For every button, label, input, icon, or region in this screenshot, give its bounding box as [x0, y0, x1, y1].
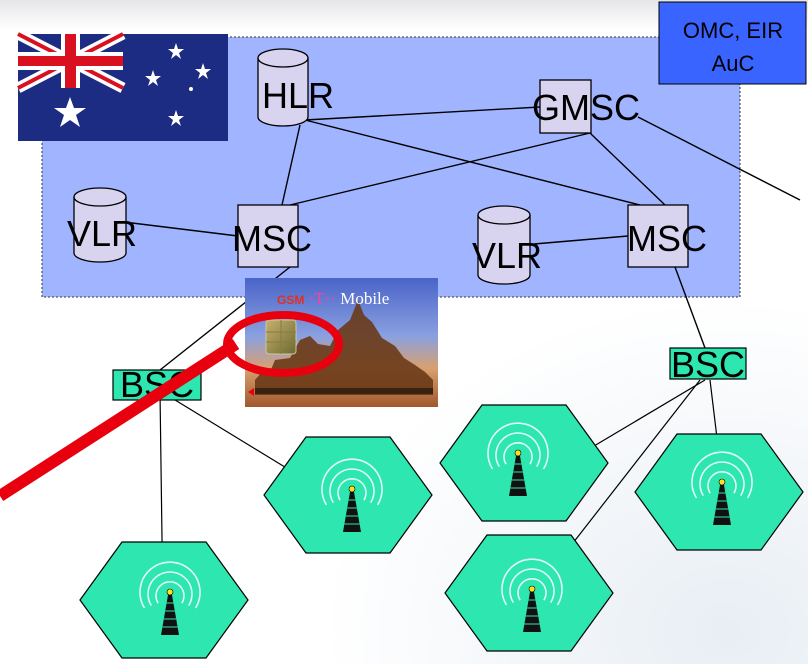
vlr-right-database: VLR	[472, 205, 542, 285]
cell-tower-icon	[161, 588, 179, 635]
sim-chip-icon	[265, 319, 297, 355]
temple-base	[255, 388, 433, 394]
radio-cell-1	[79, 541, 249, 659]
omc-label-line1: OMC, EIR	[683, 18, 783, 43]
signal-wave	[329, 468, 375, 504]
omc-eir-auc-box: OMC, EIR AuC	[658, 1, 807, 85]
cell-hexagon	[263, 436, 433, 554]
link-hlr-gmsc	[304, 106, 541, 121]
signal-wave	[707, 471, 737, 494]
link-gmsc-msc-right	[589, 132, 666, 206]
vlr-right-cylinder-body	[477, 215, 531, 285]
hlr-label: HLR	[262, 75, 334, 116]
hlr-cylinder-body	[257, 58, 309, 127]
msc-right-box	[627, 204, 689, 268]
link-gmsc-external	[637, 116, 801, 201]
union-jack	[15, 29, 126, 93]
signal-wave	[691, 451, 753, 499]
msc-left-box	[237, 204, 299, 268]
sim-brand-name: Mobile	[340, 289, 389, 308]
database-cylinder-icon	[477, 205, 531, 225]
gmsc-node: GMSC	[532, 79, 640, 134]
radio-cell-4	[634, 433, 804, 551]
sim-brand-sep: ·T··	[309, 289, 336, 308]
flag-stars	[54, 43, 211, 127]
link-msc-bsc-right	[674, 266, 706, 349]
link-vlr-msc-left	[123, 221, 239, 237]
cell-hexagon	[444, 534, 614, 652]
msc-left-label: MSC	[232, 218, 312, 259]
cell-tower-icon	[509, 449, 527, 496]
radio-cell-2	[263, 436, 433, 554]
vlr-left-cylinder-body	[73, 197, 127, 263]
msc-right-label: MSC	[627, 218, 707, 259]
radio-cells	[79, 404, 804, 659]
radio-cell-5	[444, 534, 614, 652]
msc-left-node: MSC	[232, 204, 312, 268]
msc-right-node: MSC	[627, 204, 707, 268]
vlr-left-database: VLR	[67, 187, 137, 263]
hlr-database: HLR	[257, 48, 334, 127]
signal-wave	[699, 461, 745, 497]
signal-wave	[139, 561, 201, 609]
vlr-right-label: VLR	[472, 235, 542, 276]
omc-box-background	[658, 1, 807, 85]
signal-wave	[487, 422, 549, 470]
signal-wave	[321, 458, 383, 506]
cell-tower-icon	[713, 478, 731, 525]
signal-wave	[337, 478, 367, 501]
magnifier-handle	[0, 338, 240, 502]
cell-tower-icon	[343, 485, 361, 532]
network-links	[123, 106, 801, 371]
magnifier-ring	[223, 311, 343, 377]
signal-wave	[509, 568, 555, 604]
cell-hexagon	[439, 404, 609, 522]
database-cylinder-icon	[257, 48, 309, 68]
gmsc-label: GMSC	[532, 87, 640, 128]
omc-label-line2: AuC	[712, 51, 755, 76]
cell-hexagon	[79, 541, 249, 659]
sim-brand-prefix: GSM	[277, 293, 304, 307]
vlr-left-label: VLR	[67, 213, 137, 254]
card-arrow-icon	[248, 388, 254, 396]
signal-wave	[147, 571, 193, 607]
signal-wave	[517, 578, 547, 601]
signal-wave	[155, 581, 185, 604]
database-cylinder-icon	[73, 187, 127, 207]
sim-brand: GSM ·T·· Mobile	[277, 289, 389, 308]
australian-flag-icon	[15, 29, 228, 141]
link-hlr-msc-left	[281, 124, 301, 206]
bsc-right-box	[669, 347, 747, 380]
signal-wave	[501, 558, 563, 606]
radio-cell-3	[439, 404, 609, 522]
sim-highlight-magnifier	[0, 311, 343, 502]
link-gmsc-msc-left	[289, 132, 591, 206]
link-vlr-msc-right	[533, 235, 629, 245]
link-hlr-msc-right	[304, 119, 641, 206]
bsc-right-node: BSC	[669, 344, 747, 385]
signal-wave	[503, 442, 533, 465]
signal-wave	[495, 432, 541, 468]
bsc-right-label: BSC	[671, 344, 745, 385]
gmsc-box	[539, 79, 592, 134]
cell-tower-icon	[523, 585, 541, 632]
